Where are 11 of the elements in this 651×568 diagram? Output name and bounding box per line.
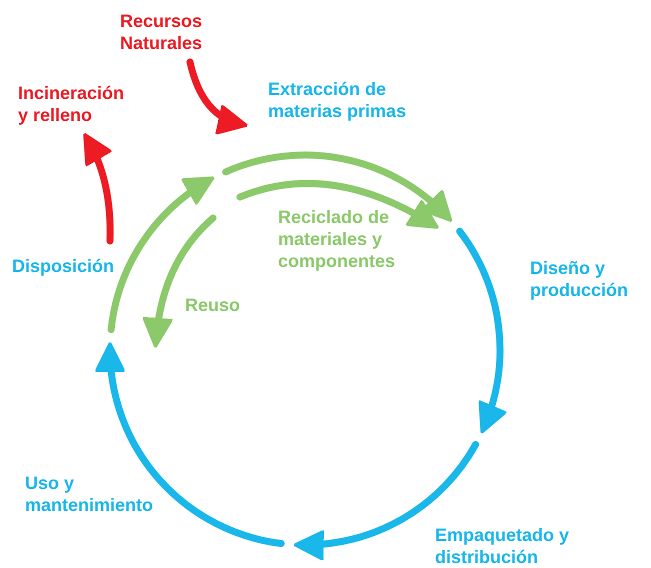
stage-label: Extracción de materias primas bbox=[268, 78, 433, 122]
stage-label: Diseño y producción bbox=[530, 257, 642, 301]
stage-label: Uso y mantenimiento bbox=[25, 472, 175, 516]
arrow bbox=[83, 132, 114, 244]
stage-label: Recursos Naturales bbox=[120, 10, 230, 54]
stage-label: Incineración y relleno bbox=[18, 82, 130, 126]
cycle-label: Reciclado de materiales y componentes bbox=[278, 206, 396, 272]
stage-label: Disposición bbox=[12, 255, 117, 277]
cycle-label: Reuso bbox=[185, 294, 242, 316]
arrow bbox=[186, 58, 248, 134]
stage-label: Empaquetado y distribución bbox=[435, 524, 600, 568]
